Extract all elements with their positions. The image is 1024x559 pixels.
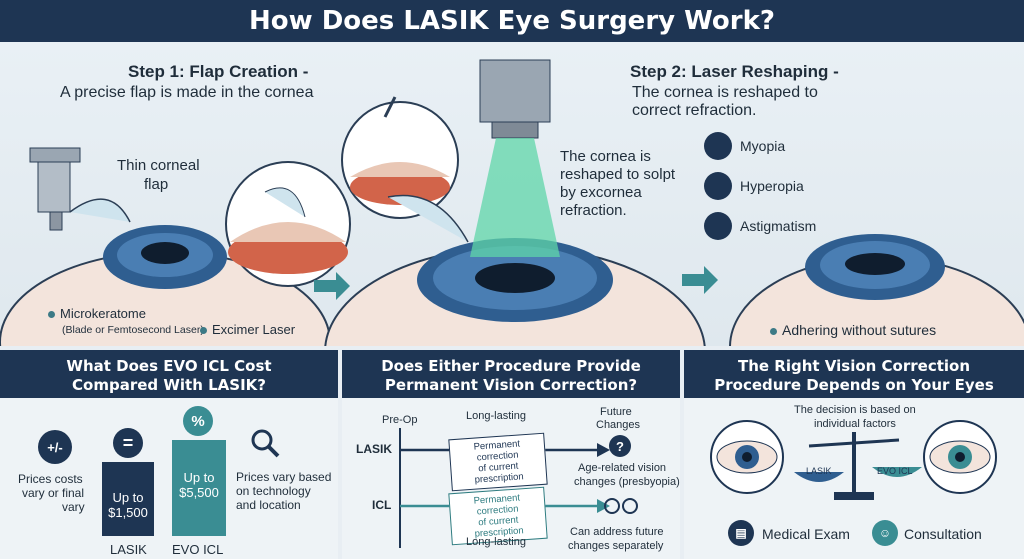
equals-icon: = [113, 428, 143, 458]
cost-right-1: Prices vary based [236, 470, 332, 484]
plus-minus-icon: +/- [38, 430, 72, 464]
lasting-bottom-label: Long-lasting [466, 536, 526, 548]
decision-text-1: The decision is based on [794, 404, 916, 416]
cost-left-2: vary or final [22, 486, 85, 500]
scale-artwork [710, 420, 997, 500]
icl-cost-bar: Up to$5,500 [172, 440, 226, 536]
consultation-icon: ☺ [872, 520, 898, 546]
lasik-bar-label-1: Up to [112, 490, 144, 505]
lasting-top-label: Long-lasting [466, 410, 526, 422]
preop-label: Pre-Op [382, 414, 418, 426]
beam-text-3: by excornea [560, 184, 642, 201]
future-label-2: Changes [596, 419, 641, 431]
lasik-cost-bar: Up to$1,500 [102, 462, 154, 536]
bullet-icon [770, 327, 777, 335]
beam-text-1: The cornea is [560, 148, 651, 165]
tool-label: Microkeratome [48, 306, 146, 321]
heading-line-2: Permanent Vision Correction? [384, 376, 638, 394]
page-title: How Does LASIK Eye Surgery Work? [0, 0, 1024, 42]
laser-label: Excimer Laser [200, 322, 295, 337]
magnifier-icon [251, 429, 280, 458]
scale-left-label: LASIK [806, 466, 832, 476]
icl-bar-label-2: $5,500 [179, 485, 219, 500]
step2-heading: Step 2: Laser Reshaping - [630, 62, 839, 81]
laser-label-text: Excimer Laser [212, 322, 296, 337]
bullet-icon [48, 311, 55, 319]
heading-line-2: Procedure Depends on Your Eyes [714, 376, 994, 394]
icl-label: EVO ICL [172, 542, 224, 557]
age-label-1: Age-related vision [578, 462, 667, 474]
result-label: Adhering without sutures [770, 322, 936, 338]
scale-right-label: EVO ICL [877, 466, 913, 476]
future-label-1: Future [600, 406, 632, 418]
lasik-row-label: LASIK [356, 442, 392, 456]
step2-desc-2: correct refraction. [632, 102, 757, 119]
tool-label-text: Microkeratome [60, 306, 146, 321]
steps-artwork [0, 59, 1024, 346]
decision-text-2: individual factors [814, 418, 896, 430]
bullet-icon [200, 327, 207, 335]
cost-left-3: vary [62, 500, 85, 514]
clipboard-icon: ▤ [728, 520, 754, 546]
step2-desc-1: The cornea is reshaped to [632, 84, 818, 101]
icl-bar-label-1: Up to [183, 470, 215, 485]
cost-left-1: Prices costs [18, 472, 83, 486]
address-label-2: changes separately [568, 540, 664, 552]
heading-line-2: Compared With LASIK? [72, 376, 266, 394]
svg-text:?: ? [616, 439, 624, 454]
exam-label: Medical Exam [762, 526, 850, 542]
steps-illustration: Step 1: Flap Creation - A precise flap i… [0, 42, 1024, 346]
lasik-bar-label-2: $1,500 [108, 505, 148, 520]
flap-label-1: Thin corneal [117, 157, 200, 174]
age-label-2: changes (presbyopia) [574, 476, 680, 488]
heading-line-1: Does Either Procedure Provide [381, 357, 641, 375]
heading-line-1: The Right Vision Correction [737, 357, 971, 375]
lasik-label: LASIK [110, 542, 147, 557]
flap-label-2: flap [144, 176, 169, 193]
icl-row-label: ICL [372, 498, 392, 512]
tool-sub: (Blade or Femtosecond Laser) [62, 324, 204, 336]
condition-hyperopia: Hyperopia [740, 178, 804, 194]
percent-icon: % [183, 406, 213, 436]
consult-label: Consultation [904, 526, 982, 542]
heading-line-1: What Does EVO ICL Cost [66, 357, 272, 375]
cost-right-2: on technology [236, 484, 311, 498]
address-label-1: Can address future [570, 526, 664, 538]
condition-myopia: Myopia [740, 138, 786, 154]
beam-text-2: reshaped to solpt [560, 166, 676, 183]
cost-right-3: and location [236, 498, 301, 512]
beam-text-4: refraction. [560, 202, 627, 219]
condition-astigmatism: Astigmatism [740, 218, 817, 234]
step1-desc: A precise flap is made in the cornea [60, 84, 314, 101]
step1-heading: Step 1: Flap Creation - [128, 62, 309, 81]
result-label-text: Adhering without sutures [782, 322, 937, 338]
